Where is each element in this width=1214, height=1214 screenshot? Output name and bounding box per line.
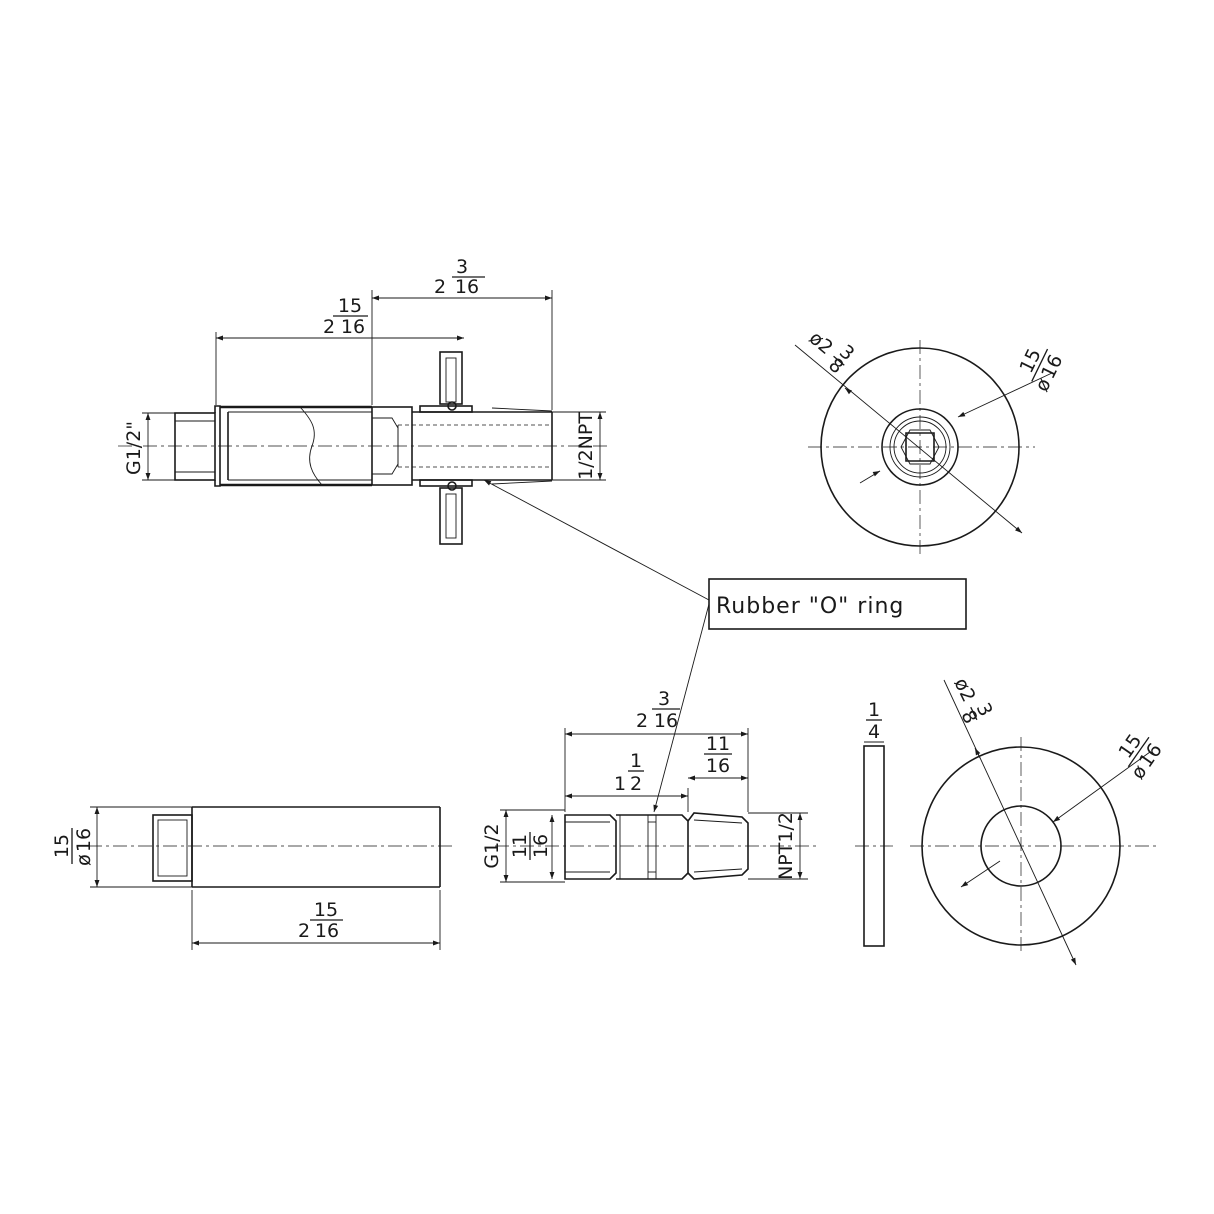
- bottom-circle-inner-label: 15 ø 16: [1114, 730, 1166, 783]
- fitting-tip-num: 11: [706, 733, 730, 755]
- fitting-mid-num: 1: [630, 750, 642, 772]
- top-circle-end-view: [794, 340, 1053, 555]
- fitting-right-thread-label: NPT1/2: [775, 812, 797, 880]
- bottom-tube-side-view: [88, 806, 455, 888]
- fitting-height-den: 16: [530, 834, 552, 858]
- fitting-mid-whole: 1: [614, 773, 626, 795]
- svg-text:8: 8: [956, 707, 981, 728]
- fitting-mid-den: 2: [630, 773, 642, 795]
- washer-thickness-num: 1: [868, 699, 880, 721]
- tube-length-whole: 2: [298, 920, 310, 942]
- rubber-o-ring-callout: Rubber "O" ring: [483, 479, 967, 813]
- bottom-tube-diameter-dimension: 15 ø 16: [51, 806, 192, 888]
- top-left-thread-dimension: G1/2": [123, 412, 175, 481]
- top-left-thread-label: G1/2": [123, 421, 145, 475]
- top-circle-outer-label: ø2 3 8: [805, 327, 859, 379]
- top-right-thread-dimension: 1/2NPT: [552, 411, 606, 481]
- top-circle-inner-label: 15 ø 16: [1015, 345, 1067, 395]
- fitting-height-num: 11: [509, 834, 531, 858]
- fitting-overall-den: 16: [654, 710, 678, 732]
- bottom-tube-length-dimension: 15 2 16: [191, 890, 441, 950]
- tube-length-den: 16: [315, 920, 339, 942]
- bottom-circle-outer-label: ø2 3 8: [950, 675, 997, 728]
- tube-diameter-num: 15: [51, 834, 73, 858]
- fitting-overall-whole: 2: [636, 710, 648, 732]
- fitting-overall-num: 3: [658, 688, 670, 710]
- bottom-fitting-side-view: [495, 812, 820, 880]
- top-body-dimension: 15 2 16: [215, 295, 464, 405]
- top-overall-den: 16: [455, 276, 479, 298]
- top-body-whole: 2: [323, 316, 335, 338]
- tube-diameter-den: 16: [73, 828, 95, 852]
- fitting-left-thread-dimension: G1/2 11 16: [481, 809, 565, 883]
- fitting-right-thread-dimension: NPT1/2: [748, 812, 808, 880]
- top-body-den: 16: [341, 316, 365, 338]
- washer-thickness-den: 4: [868, 721, 880, 743]
- bottom-circle-face-view: [910, 679, 1160, 966]
- top-assembly-side-view: [118, 351, 610, 545]
- svg-text:ø: ø: [73, 854, 95, 866]
- top-overall-dimension: 3 2 16: [371, 256, 553, 410]
- fitting-left-thread-label: G1/2: [481, 823, 503, 868]
- top-body-num: 15: [338, 295, 362, 317]
- top-overall-whole: 2: [434, 276, 446, 298]
- fitting-tip-den: 16: [706, 755, 730, 777]
- fitting-tip-dimension: 11 16: [688, 733, 748, 781]
- top-right-thread-label: 1/2NPT: [575, 412, 597, 480]
- svg-text:ø2: ø2: [805, 327, 837, 359]
- fitting-overall-dimension: 3 2 16: [564, 688, 749, 812]
- tube-length-num: 15: [314, 899, 338, 921]
- svg-text:8: 8: [824, 354, 847, 379]
- callout-text: Rubber "O" ring: [716, 594, 904, 619]
- fitting-mid-dimension: 1 1 2: [565, 750, 689, 812]
- top-overall-num: 3: [456, 256, 468, 278]
- washer-side-view: 1 4: [855, 699, 893, 947]
